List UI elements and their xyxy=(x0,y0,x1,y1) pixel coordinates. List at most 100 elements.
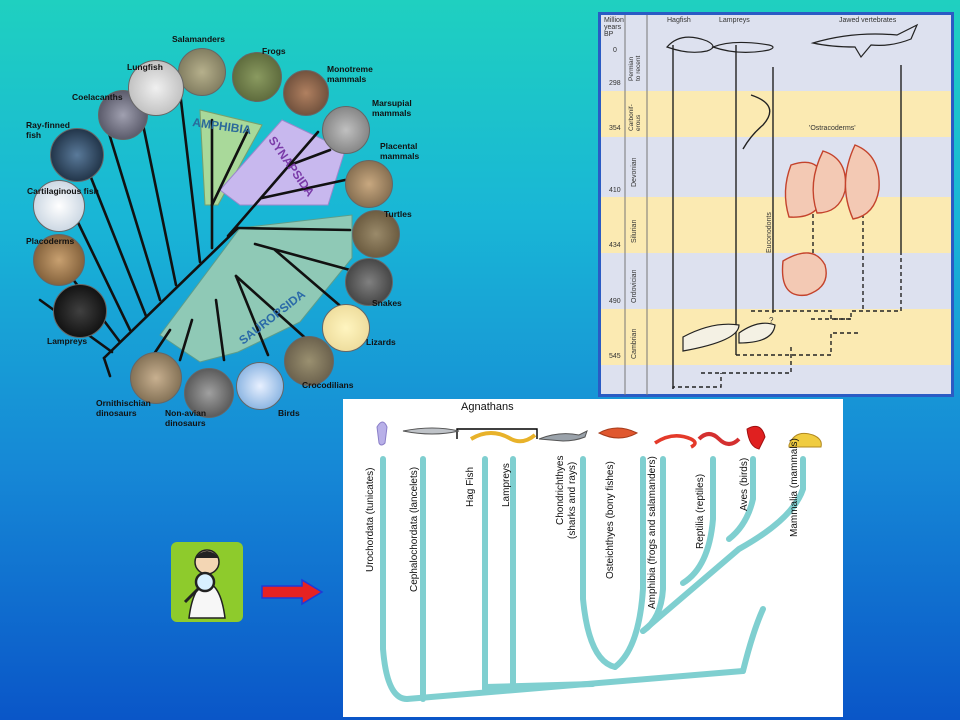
taxon-label-turtles: Turtles xyxy=(384,209,412,219)
period-permian: Permian to recent xyxy=(628,55,642,81)
ornithischian-photo xyxy=(130,352,182,404)
taxon-label-ray-finned: Ray-finned fish xyxy=(26,120,70,140)
lamprey-photo xyxy=(53,284,107,338)
age-298: 298 xyxy=(609,80,621,87)
period-devonian: Devonian xyxy=(631,157,638,187)
age-354: 354 xyxy=(609,125,621,132)
hagfish-icon xyxy=(469,431,537,444)
placoderm-photo xyxy=(33,234,85,286)
band-carboniferous xyxy=(601,91,951,137)
euconodonts-label: Euconodonts xyxy=(766,212,773,253)
crocodilian-photo xyxy=(284,336,334,386)
age-490: 490 xyxy=(609,298,621,305)
cambrian-fossil-1-sketch xyxy=(682,323,740,352)
non-avian-dinosaur-photo xyxy=(184,368,234,418)
clado-label-hagfish: Hag Fish xyxy=(465,466,476,507)
band-ordovician xyxy=(601,253,951,309)
clado-label-cephalochordata: Cephalochordata (lancelets) xyxy=(409,466,420,592)
sauropsida-wedge xyxy=(159,214,353,363)
period-carboniferous: Carbonif- erous xyxy=(628,104,642,131)
taxon-label-non-avian: Non-avian dinosaurs xyxy=(165,408,207,428)
jawed-header: Jawed vertebrates xyxy=(839,17,897,24)
period-silurian: Silurian xyxy=(631,219,638,243)
taxon-label-marsupial: Marsupial mammals xyxy=(372,98,412,118)
geologic-timeline-panel: Million years BP 0 Hagfish Lampreys Jawe… xyxy=(598,12,954,397)
taxon-label-placoderms: Placoderms xyxy=(26,236,75,246)
clado-label-lampreys: Lampreys xyxy=(501,463,512,507)
bony-fish-icon xyxy=(597,427,639,439)
taxon-label-salamanders: Salamanders xyxy=(172,34,225,44)
period-cambrian: Cambrian xyxy=(631,328,638,359)
hagfish-header: Hagfish xyxy=(667,17,691,24)
agnathans-label: Agnathans xyxy=(461,401,514,413)
taxon-label-placental: Placental mammals xyxy=(380,141,420,161)
lamprey-sketch xyxy=(711,41,774,53)
age-434: 434 xyxy=(609,242,621,249)
ostracoderm-3-sketch xyxy=(844,144,880,220)
ostracoderms-label: 'Ostracoderms' xyxy=(809,125,856,132)
tunicate-icon xyxy=(376,421,388,446)
clado-label-sharks-rays: (sharks and rays) xyxy=(567,461,578,539)
period-ordovician: Ordovician xyxy=(631,269,638,303)
taxon-label-lizards: Lizards xyxy=(366,337,396,347)
timeline-drawing xyxy=(624,15,919,395)
placental-photo xyxy=(345,160,393,208)
turtle-photo xyxy=(352,210,400,258)
snake-icon xyxy=(697,432,741,446)
taxon-label-monotreme: Monotreme mammals xyxy=(327,64,373,84)
snake-photo xyxy=(345,258,393,306)
clado-label-urochordata: Urochordata (tunicates) xyxy=(365,467,376,573)
salamander-photo xyxy=(178,48,226,96)
ray-finned-fish-photo xyxy=(50,128,104,182)
chordate-cladogram: Agnathans Urochordata (tunicates) Cephal… xyxy=(343,399,843,717)
bird-photo xyxy=(236,362,284,410)
magnifier-person-icon[interactable] xyxy=(171,542,243,622)
cardinal-icon xyxy=(746,425,766,450)
taxon-label-cartilaginous: Cartilaginous fish xyxy=(27,186,99,196)
cat-icon xyxy=(788,432,822,448)
ostracoderm-4-sketch xyxy=(781,252,827,297)
taxon-label-lungfish: Lungfish xyxy=(127,62,163,72)
hagfish-sketch xyxy=(665,36,714,53)
clado-label-reptilia: Reptilia (reptiles) xyxy=(695,473,706,549)
lancelet-icon xyxy=(402,427,460,435)
circular-phylogeny: AMPHIBIA SYNAPSIDA SAUROPSIDA xyxy=(38,90,353,378)
taxon-label-coelacanths: Coelacanths xyxy=(72,92,123,102)
band-silurian xyxy=(601,197,951,253)
lampreys-header: Lampreys xyxy=(719,17,750,24)
band-devonian xyxy=(601,137,951,197)
right-arrow-icon xyxy=(261,578,324,606)
lizard-photo xyxy=(322,304,370,352)
cladogram-branches xyxy=(376,421,822,702)
age-410: 410 xyxy=(609,187,621,194)
question-mark: ? xyxy=(769,316,774,325)
shark-sketch xyxy=(810,23,919,59)
salamander-icon xyxy=(654,434,697,449)
magnifier-icon xyxy=(183,549,226,619)
fossil-lamprey-sketch xyxy=(742,94,771,150)
taxon-label-birds: Birds xyxy=(278,408,300,418)
year-zero: 0 xyxy=(613,47,617,54)
clado-label-chondrichthyes: Chondrichthyes xyxy=(555,455,566,525)
band-permian xyxy=(601,75,951,91)
taxon-label-crocodilians: Crocodilians xyxy=(302,380,354,390)
marsupial-photo xyxy=(322,106,370,154)
monotreme-photo xyxy=(283,70,329,116)
frog-photo xyxy=(232,52,282,102)
cartilaginous-fish-photo xyxy=(33,180,85,232)
ostracoderm-2-sketch xyxy=(812,150,847,214)
taxon-label-lampreys: Lampreys xyxy=(47,336,88,346)
clado-label-amphibia: Amphibia (frogs and salamanders) xyxy=(647,456,658,609)
taxon-label-ornithischian: Ornithischian dinosaurs xyxy=(96,398,151,418)
cambrian-fossil-2-sketch xyxy=(738,322,776,344)
years-header: Million years BP xyxy=(604,17,624,38)
clado-label-mammalia: Mammalia (mammals) xyxy=(789,438,800,537)
taxon-label-snakes: Snakes xyxy=(372,298,402,308)
shark-icon xyxy=(538,430,588,442)
age-545: 545 xyxy=(609,353,621,360)
lungfish-photo xyxy=(128,60,184,116)
synapsida-wedge xyxy=(219,119,346,206)
band-cambrian xyxy=(601,309,951,365)
clado-label-osteichthyes: Osteichthyes (bony fishes) xyxy=(605,461,616,579)
taxon-label-frogs: Frogs xyxy=(262,46,286,56)
